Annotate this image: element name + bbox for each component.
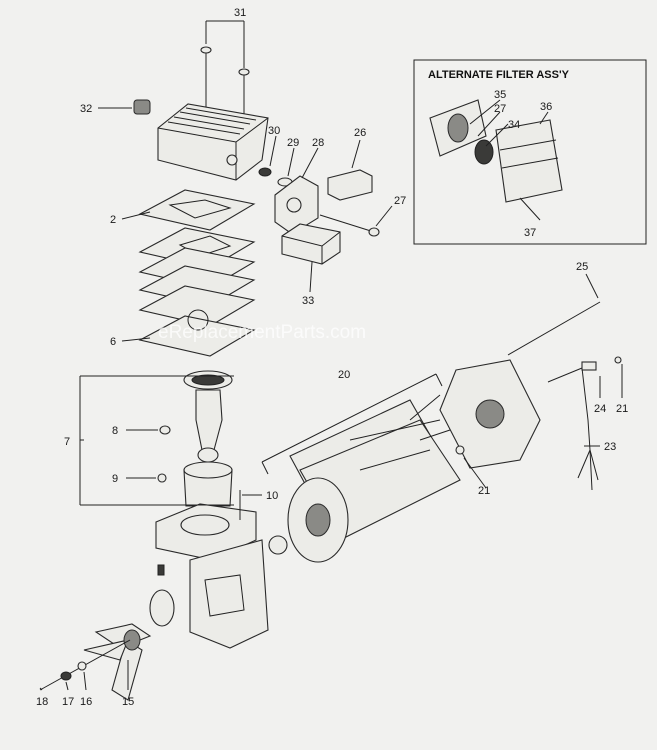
callout-16: 16 (80, 696, 92, 708)
callout-2: 2 (110, 214, 116, 226)
cylinder-head-part (157, 103, 269, 181)
connecting-rod-assembly (157, 370, 233, 507)
filter-cover-part-33 (281, 223, 341, 265)
callout-37: 37 (524, 227, 536, 239)
callout-8: 8 (112, 425, 118, 437)
motor-end-bell-part (409, 359, 541, 469)
callout-23: 23 (604, 441, 616, 453)
callout-27: 27 (394, 195, 406, 207)
filter-element-part-26 (327, 169, 373, 201)
inset-title: ALTERNATE FILTER ASS'Y (428, 69, 570, 81)
callout-17: 17 (62, 696, 74, 708)
callout-26: 26 (354, 127, 366, 139)
callout-18: 18 (36, 696, 48, 708)
callout-25: 25 (576, 261, 588, 273)
callout-36: 36 (540, 101, 552, 113)
callout-6: 6 (110, 336, 116, 348)
callout-20: 20 (338, 369, 350, 381)
fan-pulley-part (39, 589, 175, 701)
callout-21-right: 21 (616, 403, 628, 415)
callout-27-inset: 27 (494, 103, 506, 115)
callout-9: 9 (112, 473, 118, 485)
callout-31: 31 (234, 7, 246, 19)
callout-35: 35 (494, 89, 506, 101)
callout-15: 15 (122, 696, 134, 708)
alternate-filter-parts (429, 99, 563, 203)
valve-plate-gasket-stack (138, 189, 256, 357)
motor-part-20 (268, 399, 461, 563)
callout-labels: 31 32 30 29 28 26 27 2 6 7 8 9 10 20 25 … (36, 7, 628, 708)
screw-part-31 (200, 46, 250, 125)
plug-part-32 (133, 99, 151, 115)
crankcase-part (155, 490, 269, 649)
callout-30: 30 (268, 125, 280, 137)
callout-33: 33 (302, 295, 314, 307)
tie-rod-part-25 (507, 301, 601, 356)
callout-24: 24 (594, 403, 606, 415)
callout-10: 10 (266, 490, 278, 502)
callout-7: 7 (64, 436, 70, 448)
callout-28: 28 (312, 137, 324, 149)
callout-32: 32 (80, 103, 92, 115)
filter-housing-part-28 (274, 175, 319, 235)
callout-34: 34 (508, 119, 520, 131)
power-cord-part-23 (547, 356, 622, 491)
callout-29: 29 (287, 137, 299, 149)
watermark-text: eReplacementParts.com (158, 322, 366, 343)
parts-drawing (39, 46, 622, 701)
screw-part-27 (319, 214, 380, 237)
leader-lines (39, 20, 647, 691)
callout-21-center: 21 (478, 485, 490, 497)
